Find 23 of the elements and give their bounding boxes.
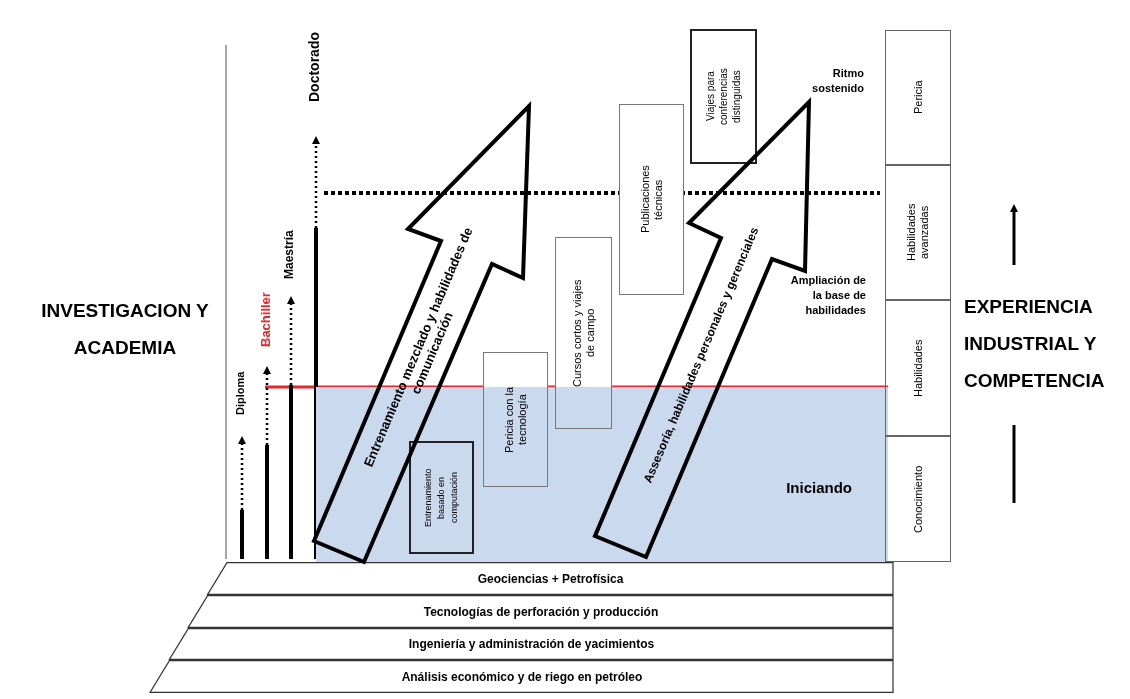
category-band: Análisis económico y de riego en petróleo — [149, 660, 895, 693]
degree-label: Bachiller — [258, 291, 273, 350]
level-cell: Habilidades avanzadas — [885, 165, 951, 300]
degree-label: Maestría — [282, 229, 296, 282]
level-cell: Pericia — [885, 30, 951, 165]
category-band: Geociencias + Petrofísica — [206, 562, 895, 595]
category-band: Ingeniería y administración de yacimientos — [168, 628, 895, 660]
text-box: Viajes para conferencias distinguidas — [690, 29, 757, 164]
text-box: Publicaciones técnicas — [619, 104, 684, 295]
text-box: Cursos cortos y viajes de campo — [555, 237, 612, 429]
side-heading: INVESTIGACION Y ACADEMIA — [40, 299, 210, 360]
text-box: Pericia con la tecnología — [483, 352, 548, 487]
category-band: Tecnologías de perforación y producción — [187, 595, 895, 628]
note-text: Ritmo sostenido — [811, 66, 864, 96]
text-box: Entrenamiento basado en computación — [409, 441, 474, 554]
side-heading: EXPERIENCIA INDUSTRIAL Y COMPETENCIA — [964, 295, 1106, 393]
block-arrow — [311, 103, 532, 565]
note-text: Ampliación de la base de habilidades — [789, 273, 866, 318]
level-cell: Habilidades — [885, 300, 951, 436]
stage-label: Iniciando — [786, 479, 852, 496]
degree-label: Diploma — [234, 370, 246, 417]
level-cell: Conocimiento — [885, 436, 951, 562]
degree-label: Doctorado — [306, 31, 322, 104]
